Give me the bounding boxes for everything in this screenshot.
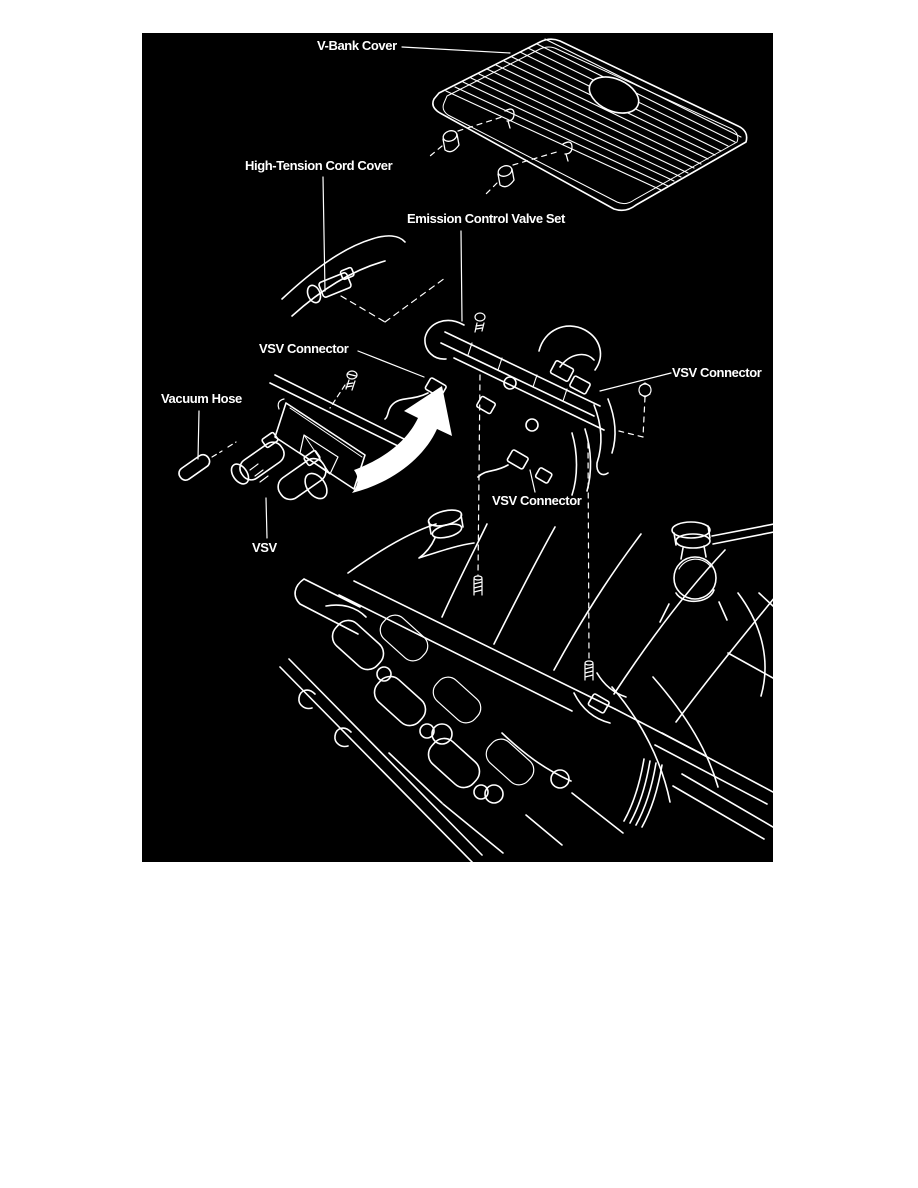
label-vacuum-hose: Vacuum Hose: [161, 391, 242, 406]
engine-assembly-drawing: [279, 509, 773, 862]
cover-ribs: [445, 38, 742, 191]
screw-icon: [345, 370, 358, 391]
vsv-assembly-drawing: [178, 370, 405, 501]
label-vsv: VSV: [252, 540, 277, 555]
stud-bolt-icon: [473, 575, 594, 681]
diagram-line-art: [178, 38, 773, 862]
emission-control-valve-set-drawing: [384, 312, 652, 660]
label-leader-lines: [197, 46, 672, 539]
label-vsv-connector-left: VSV Connector: [259, 341, 349, 356]
nut-icon: [638, 382, 652, 398]
label-high-tension-cord-cover: High-Tension Cord Cover: [245, 158, 393, 173]
label-emission-control-valve-set: Emission Control Valve Set: [407, 211, 565, 226]
egr-valve-drawing: [659, 521, 773, 623]
high-tension-cord-cover-drawing: [281, 235, 446, 323]
cover-emblem-oval: [588, 76, 640, 114]
install-direction-arrow: [352, 386, 452, 493]
engine-diagram-panel: V-Bank Cover High-Tension Cord Cover Emi…: [142, 33, 773, 862]
grommet-icon: [442, 130, 515, 188]
label-vsv-connector-bottom: VSV Connector: [492, 493, 582, 508]
v-bank-cover-drawing: [429, 38, 748, 212]
bolt-icon: [474, 312, 486, 333]
label-v-bank-cover: V-Bank Cover: [317, 38, 397, 53]
label-vsv-connector-right: VSV Connector: [672, 365, 762, 380]
vacuum-hose-drawing: [178, 453, 211, 481]
